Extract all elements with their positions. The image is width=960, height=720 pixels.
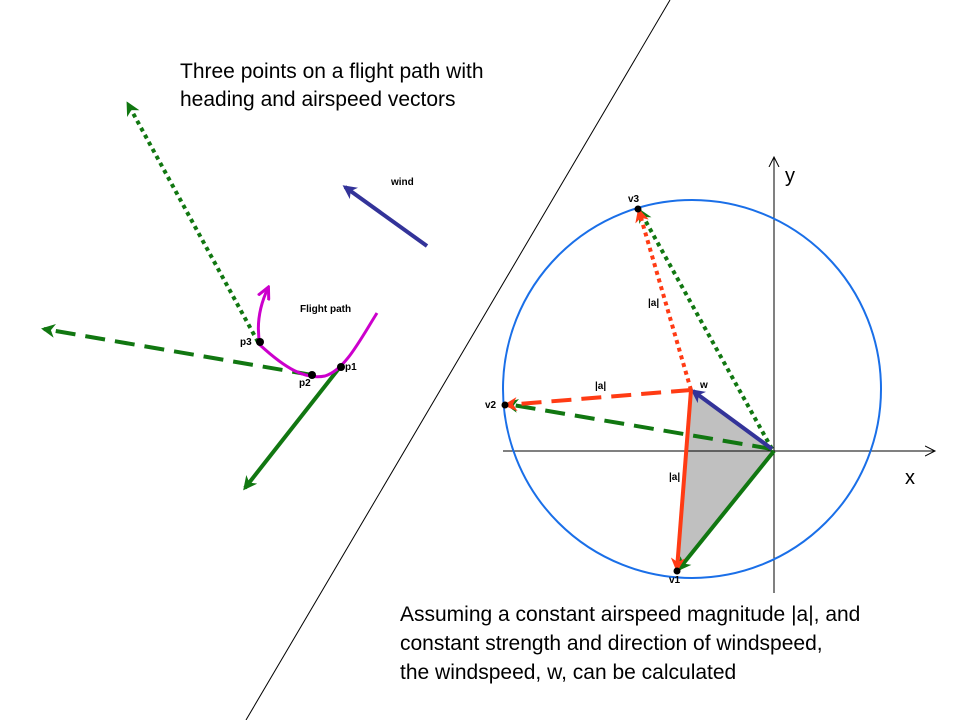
p2-label: p2 [299, 378, 311, 389]
wind-vector-w [690, 389, 774, 451]
title-line-1: Three points on a flight path with [180, 60, 484, 83]
v1-label: v1 [669, 575, 681, 586]
flight-path-curve [256, 288, 379, 379]
magnitude-label-v1: |a| [669, 472, 681, 483]
wind-vector [342, 185, 429, 248]
v2-label: v2 [485, 400, 497, 411]
airspeed-vector-v1 [670, 389, 693, 572]
flight-path-label: Flight path [300, 304, 352, 315]
magnitude-label-v3: |a| [648, 298, 660, 309]
magnitude-label-v2: |a| [595, 381, 607, 392]
airspeed-circle [502, 199, 882, 579]
heading-vector-p3 [126, 101, 260, 343]
caption-block: Assuming a constant airspeed magnitude |… [400, 600, 860, 687]
ground-vector-v2 [504, 398, 773, 451]
divider-line [245, 0, 671, 720]
point-v2 [501, 401, 509, 409]
point-v1 [673, 567, 681, 575]
airspeed-vector-v2 [503, 388, 692, 412]
caption-line-3: the windspeed, w, can be calculated [400, 661, 737, 684]
ground-vector-v1 [677, 449, 776, 572]
title-line-2: heading and airspeed vectors [180, 88, 456, 111]
point-p1 [337, 363, 345, 371]
heading-vector-p2 [41, 323, 313, 377]
caption-line-2: constant strength and direction of winds… [400, 632, 823, 655]
point-p3 [256, 338, 264, 346]
x-axis-label: x [905, 467, 915, 489]
heading-vector-p1 [243, 365, 342, 491]
w-label: w [700, 380, 708, 391]
y-axis-label: y [785, 165, 795, 187]
p1-label: p1 [345, 362, 357, 373]
p3-label: p3 [240, 337, 252, 348]
wind-label: wind [391, 177, 414, 188]
point-p2 [308, 371, 316, 379]
ground-vector-v3 [638, 208, 774, 450]
title-block: Three points on a flight path with headi… [180, 58, 484, 114]
caption-line-1: Assuming a constant airspeed magnitude |… [400, 603, 861, 626]
v3-label: v3 [628, 194, 640, 205]
airspeed-vector-v3 [635, 208, 693, 391]
point-v3 [634, 205, 642, 213]
